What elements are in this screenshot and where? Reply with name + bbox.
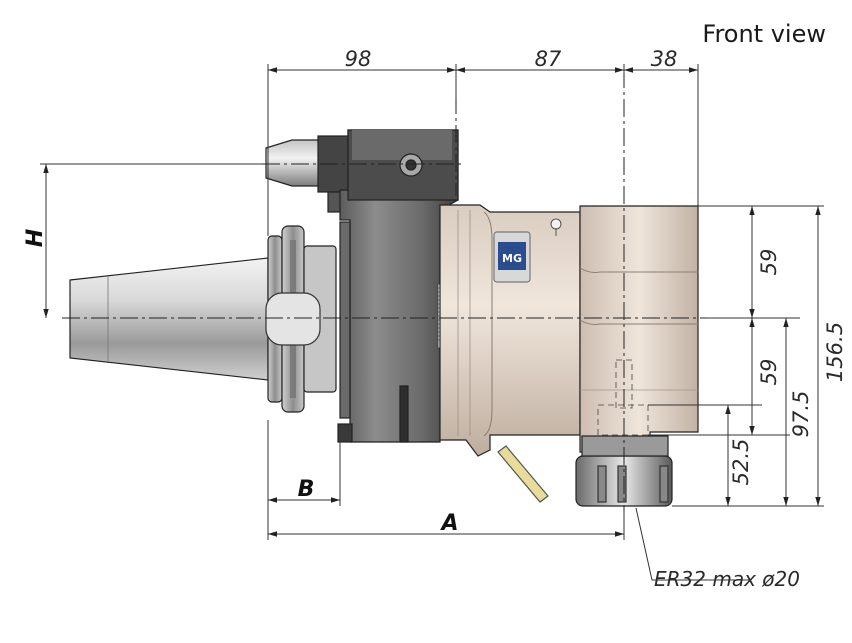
dim-right-5: 52.5 — [729, 439, 753, 486]
collet-callout: ER32 max ø20 — [654, 567, 800, 591]
dimension-labels: 98 87 38 59 59 156.5 97.5 52.5 H B A ER3… — [23, 47, 847, 591]
view-title: Front view — [702, 20, 826, 48]
dimension-lines — [40, 64, 824, 581]
dim-top-3: 38 — [651, 47, 678, 71]
dim-top-1: 98 — [345, 47, 372, 71]
dim-letter-a: A — [439, 511, 458, 536]
coolant-pipe — [497, 445, 549, 503]
brand-logo: MG — [493, 231, 531, 283]
dim-right-3: 156.5 — [823, 322, 847, 382]
tool-holder: MG — [69, 129, 699, 507]
logo-text: MG — [502, 252, 522, 265]
taper-shank — [69, 257, 269, 381]
angle-head-body — [439, 204, 581, 457]
angle-head-right — [579, 205, 699, 453]
dim-top-2: 87 — [535, 47, 562, 71]
dim-right-4: 97.5 — [789, 391, 813, 438]
dim-letter-b: B — [298, 477, 315, 502]
coolant-valve — [265, 139, 321, 187]
dim-letter-h: H — [23, 229, 48, 247]
dim-right-1: 59 — [757, 249, 781, 276]
dim-right-2: 59 — [757, 359, 781, 386]
center-lines — [62, 70, 706, 512]
